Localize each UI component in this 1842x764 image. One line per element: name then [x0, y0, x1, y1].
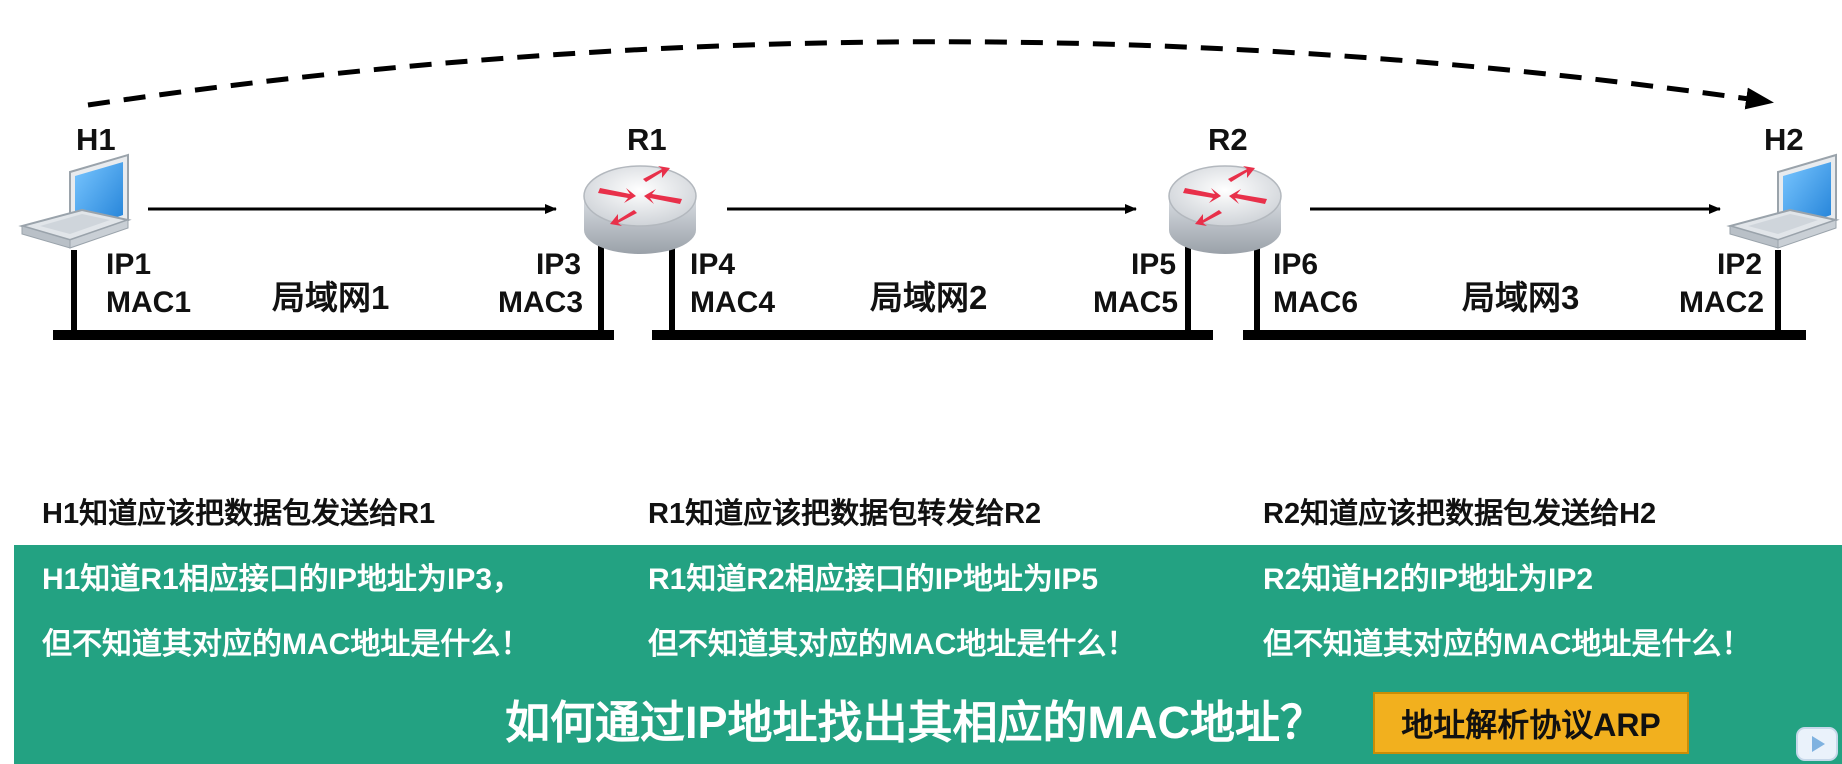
r2-right-mac: MAC6	[1273, 286, 1359, 319]
node-label-r1: R1	[627, 122, 667, 157]
node-label-h2: H2	[1764, 122, 1804, 157]
h1-mac: MAC1	[106, 286, 192, 319]
note-known-2: R1知道R2相应接口的IP地址为IP5	[648, 563, 1099, 596]
lan3-bus	[1243, 246, 1806, 340]
lan-label-1: 局域网1	[272, 279, 390, 316]
r2-right-ip: IP6	[1273, 248, 1319, 281]
note-known-1: H1知道R1相应接口的IP地址为IP3，	[42, 563, 523, 596]
r1-right-ip: IP4	[690, 248, 736, 281]
r1-left-mac: MAC3	[498, 286, 584, 319]
r2-left-interface-label: IP5 MAC5	[1093, 246, 1179, 322]
end-to-end-dashed-arrow	[87, 39, 1774, 110]
lan1-bus	[53, 246, 614, 340]
lan-label-3: 局域网3	[1462, 279, 1580, 316]
h1-interface-label: IP1 MAC1	[106, 246, 191, 322]
r1-left-interface-label: IP3 MAC3	[498, 246, 584, 322]
h2-interface-label: IP2 MAC2	[1679, 246, 1765, 322]
r1-left-ip: IP3	[535, 248, 581, 281]
step-text-2: R1知道应该把数据包转发给R2	[648, 498, 1042, 530]
r1-right-interface-label: IP4 MAC4	[690, 246, 775, 322]
lan2-bus	[652, 246, 1213, 340]
note-unknown-2: 但不知道其对应的MAC地址是什么！	[648, 628, 1137, 661]
router-icon	[583, 165, 697, 254]
h2-ip: IP2	[1716, 248, 1762, 281]
question-text: 如何通过IP地址找出其相应的MAC地址？	[505, 697, 1325, 748]
arp-answer-button[interactable]: 地址解析协议ARP	[1373, 692, 1689, 754]
video-player-icon[interactable]	[1795, 720, 1839, 764]
h1-ip: IP1	[106, 248, 152, 281]
step-text-1: H1知道应该把数据包发送给R1	[42, 498, 436, 530]
note-unknown-1: 但不知道其对应的MAC地址是什么！	[42, 628, 531, 661]
router-icon	[1168, 165, 1282, 254]
h2-mac: MAC2	[1679, 286, 1765, 319]
note-unknown-3: 但不知道其对应的MAC地址是什么！	[1263, 628, 1752, 661]
lan-label-2: 局域网2	[870, 279, 988, 316]
step-text-3: R2知道应该把数据包发送给H2	[1263, 498, 1657, 530]
note-known-3: R2知道H2的IP地址为IP2	[1263, 563, 1594, 596]
node-label-r2: R2	[1208, 122, 1248, 157]
laptop-icon	[1726, 153, 1840, 249]
laptop-icon	[18, 153, 132, 249]
r2-left-ip: IP5	[1130, 248, 1176, 281]
r1-right-mac: MAC4	[690, 286, 776, 319]
r2-right-interface-label: IP6 MAC6	[1273, 246, 1358, 322]
r2-left-mac: MAC5	[1093, 286, 1179, 319]
node-label-h1: H1	[76, 122, 116, 157]
